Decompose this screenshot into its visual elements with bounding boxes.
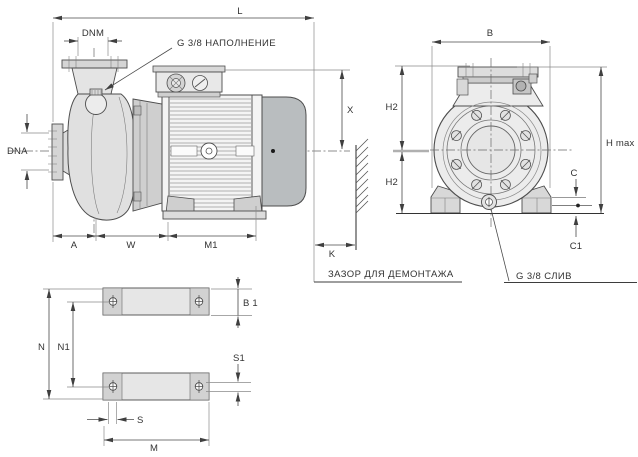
- pump-side-view: [8, 48, 369, 250]
- dim-X: X: [224, 69, 354, 149]
- motor-tie-rod-left: [170, 145, 198, 157]
- callout-dismantle-clearance: ЗАЗОР ДЛЯ ДЕМОНТАЖА: [314, 269, 462, 283]
- volute-seam-right: [116, 96, 128, 214]
- dim-N1: N1: [57, 301, 110, 388]
- dim-DNM: DNM: [64, 28, 122, 56]
- motor-base-rail: [162, 210, 267, 220]
- dim-label-Hmax: H max: [606, 138, 634, 149]
- plan-foot-bottom: [102, 372, 210, 401]
- dim-S1: S1: [206, 353, 251, 406]
- plan-hole-top-right: [194, 295, 204, 308]
- callout-fill-port: G 3/8 НАПОЛНЕНИЕ: [104, 38, 276, 91]
- terminal-box: [155, 71, 223, 93]
- plan-foot-top: [102, 287, 210, 316]
- motor-foot-front: [165, 195, 195, 214]
- dim-label-A: A: [71, 240, 78, 251]
- dim-label-L: L: [237, 6, 242, 17]
- dim-L: L: [52, 6, 315, 282]
- terminal-box-lid: [152, 65, 226, 73]
- dim-label-M: M: [150, 443, 158, 454]
- dim-label-N: N: [38, 342, 45, 353]
- suction-flange: [51, 123, 64, 181]
- plan-hole-bottom-right: [194, 380, 204, 393]
- callout-label-fill-port: G 3/8 НАПОЛНЕНИЕ: [177, 38, 276, 49]
- filling-plug-dome: [85, 93, 107, 115]
- wall-hatch-lines: [355, 138, 369, 214]
- suction-flange-bolts: [450, 110, 531, 191]
- dim-M: M: [103, 402, 210, 454]
- bracket-bolt-bottom: [133, 191, 142, 202]
- dim-label-C: C: [570, 168, 577, 179]
- plan-hole-bottom-left: [108, 380, 118, 393]
- discharge-flange-bolt-ticks: [68, 56, 119, 72]
- dim-label-H2-lower: H2: [385, 177, 398, 188]
- dim-DNA: DNA: [7, 114, 49, 189]
- dim-K: K: [315, 242, 355, 260]
- vent-plug-cap: [528, 73, 538, 84]
- suction-flange-bolt-ticks: [48, 130, 57, 173]
- dim-label-DNA: DNA: [7, 146, 28, 157]
- foot-hole-reference-dot: [576, 203, 580, 208]
- dim-N: N: [38, 288, 103, 400]
- plan-hole-top-left: [108, 295, 118, 308]
- motor-foot-rear: [233, 195, 263, 214]
- dim-H2: H2 H2: [385, 65, 470, 213]
- motor-tie-rod-right: [235, 145, 255, 157]
- dim-label-DNM: DNM: [82, 28, 104, 39]
- bracket-seams: [139, 101, 148, 209]
- front-discharge-flange: [457, 66, 539, 78]
- dim-label-K: K: [329, 249, 336, 260]
- dim-label-B: B: [487, 28, 494, 39]
- front-feet-seams: [431, 197, 551, 213]
- wall-section: [355, 138, 369, 250]
- callout-label-dismantle-clearance: ЗАЗОР ДЛЯ ДЕМОНТАЖА: [328, 269, 454, 280]
- callout-label-drain-port: G 3/8 СЛИВ: [516, 271, 572, 282]
- dim-Hmax: H max: [517, 66, 634, 213]
- discharge-flange: [61, 59, 128, 69]
- callout-drain-port: G 3/8 СЛИВ: [490, 208, 637, 283]
- filling-plug-knurl: [91, 90, 102, 95]
- front-flange-bolt-ticks: [465, 63, 531, 77]
- dim-label-S1: S1: [233, 353, 245, 364]
- dim-C-C1: C C1: [552, 168, 592, 252]
- shaft-end-dot: [271, 149, 275, 153]
- vent-plug-icon: [515, 80, 527, 92]
- motor-center-boss-inner: [205, 147, 213, 155]
- front-neck-ear: [456, 78, 469, 96]
- pump-front-view: [430, 58, 572, 228]
- dim-label-W: W: [126, 240, 135, 251]
- dim-label-C1: C1: [570, 241, 583, 252]
- dim-B1: B 1: [211, 277, 258, 328]
- cover-screw-slot: [194, 78, 206, 88]
- terminal-box-base: [157, 91, 221, 98]
- suction-flange-inner-ring: [460, 119, 522, 181]
- dim-label-M1: M1: [204, 240, 218, 251]
- dim-B: B: [431, 28, 551, 188]
- filling-plug-cap: [89, 88, 103, 96]
- feet-plan-view: N N1 B 1 S1: [38, 277, 258, 454]
- fan-cover: [261, 96, 307, 207]
- cable-gland-knurl: [169, 76, 183, 90]
- dim-S: S: [87, 402, 144, 426]
- dim-label-S: S: [137, 415, 144, 426]
- dim-label-H2-upper: H2: [385, 102, 398, 113]
- dim-label-B1: B 1: [243, 298, 258, 309]
- dim-A-W-M1: A W M1: [53, 206, 257, 251]
- side-view-dimensions: L DNM DNA A W M1: [7, 6, 462, 283]
- bracket-bolt-top: [133, 105, 142, 116]
- front-view-dimensions: B H2 H2 H max C C1: [385, 28, 637, 283]
- dim-label-N1: N1: [57, 342, 70, 353]
- dim-label-X: X: [347, 105, 354, 116]
